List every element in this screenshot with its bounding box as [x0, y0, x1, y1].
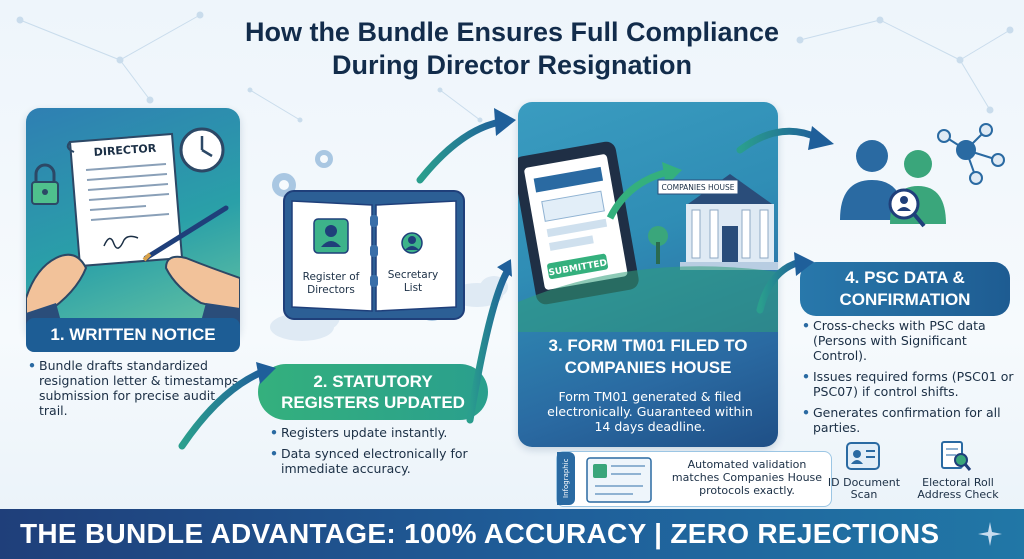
register-book: [283, 190, 465, 320]
step4-heading-line-1: 4. PSC DATA &: [845, 268, 965, 287]
step3-card: SUBMITTED COMPANIES HOUSE: [518, 102, 778, 447]
network-icon: [937, 123, 1005, 185]
step2-heading-line-1: 2. STATUTORY: [313, 372, 433, 391]
step1-bullets: Bundle drafts standardized resignation l…: [28, 358, 240, 424]
title-line-1: How the Bundle Ensures Full Compliance: [244, 17, 780, 47]
validation-tag: Infographic: [557, 452, 575, 505]
padlock-icon: [31, 163, 59, 205]
list-item: Data synced electronically for immediate…: [270, 446, 500, 476]
advantage-banner: THE BUNDLE ADVANTAGE: 100% ACCURACY | ZE…: [0, 509, 1024, 559]
list-item: Generates confirmation for all parties.: [802, 405, 1017, 435]
step2-illustration: Register of Directors Secretary List: [270, 150, 508, 341]
title-line-2: During Director Resignation: [331, 50, 693, 80]
list-item: Cross-checks with PSC data (Persons with…: [802, 318, 1017, 363]
pen-icon: [142, 205, 229, 262]
sparkle-icon: [978, 522, 1002, 546]
id-card-icon: [846, 442, 880, 470]
validation-text: Automated validation matches Companies H…: [671, 458, 823, 497]
step3-heading-line-1: 3. FORM TM01 FILED TO: [548, 336, 748, 355]
step3-heading-line-2: COMPANIES HOUSE: [564, 358, 732, 377]
step3-heading: 3. FORM TM01 FILED TO COMPANIES HOUSE: [518, 335, 778, 379]
step4-bullets: Cross-checks with PSC data (Persons with…: [802, 318, 1017, 441]
resignation-document: DIRECTOR: [66, 132, 184, 268]
tablet-icon: SUBMITTED: [518, 141, 682, 305]
document-title: DIRECTOR: [93, 142, 157, 159]
step1-heading: 1. WRITTEN NOTICE: [26, 318, 240, 352]
electoral-roll-label: Electoral Roll Address Check: [917, 476, 999, 501]
search-icon: [888, 188, 926, 228]
step3-description: Form TM01 generated & filed electronical…: [547, 389, 753, 434]
step2-heading: 2. STATUTORY REGISTERS UPDATED: [258, 364, 488, 420]
step4-heading-line-2: CONFIRMATION: [839, 290, 971, 309]
book-right-label-1: Secretary: [388, 269, 439, 281]
page-title: How the Bundle Ensures Full Compliance D…: [0, 16, 1024, 82]
book-left-label-1: Register of: [303, 271, 360, 283]
book-right-label-2: List: [404, 282, 422, 294]
clock-icon: [179, 127, 225, 173]
id-scan-label: ID Document Scan: [827, 476, 901, 501]
step1-illustration: DIRECTOR: [26, 108, 240, 340]
validation-panel: Infographic Automated validation matches…: [556, 451, 832, 507]
list-item: Registers update instantly.: [270, 425, 500, 440]
step2-heading-line-2: REGISTERS UPDATED: [281, 393, 465, 412]
banner-text: THE BUNDLE ADVANTAGE: 100% ACCURACY | ZE…: [20, 518, 940, 549]
list-item: Issues required forms (PSC01 or PSC07) i…: [802, 369, 1017, 399]
building-label: COMPANIES HOUSE: [661, 183, 734, 192]
address-check-icon: [941, 441, 972, 471]
step2-bullets: Registers update instantly. Data synced …: [270, 425, 500, 482]
book-left-label-2: Directors: [307, 284, 355, 296]
step4-heading: 4. PSC DATA & CONFIRMATION: [800, 262, 1010, 316]
step4-illustration: [840, 123, 1005, 228]
list-item: Bundle drafts standardized resignation l…: [28, 358, 240, 418]
building-icon: COMPANIES HOUSE: [518, 174, 778, 332]
validation-document-icon: [586, 457, 652, 503]
